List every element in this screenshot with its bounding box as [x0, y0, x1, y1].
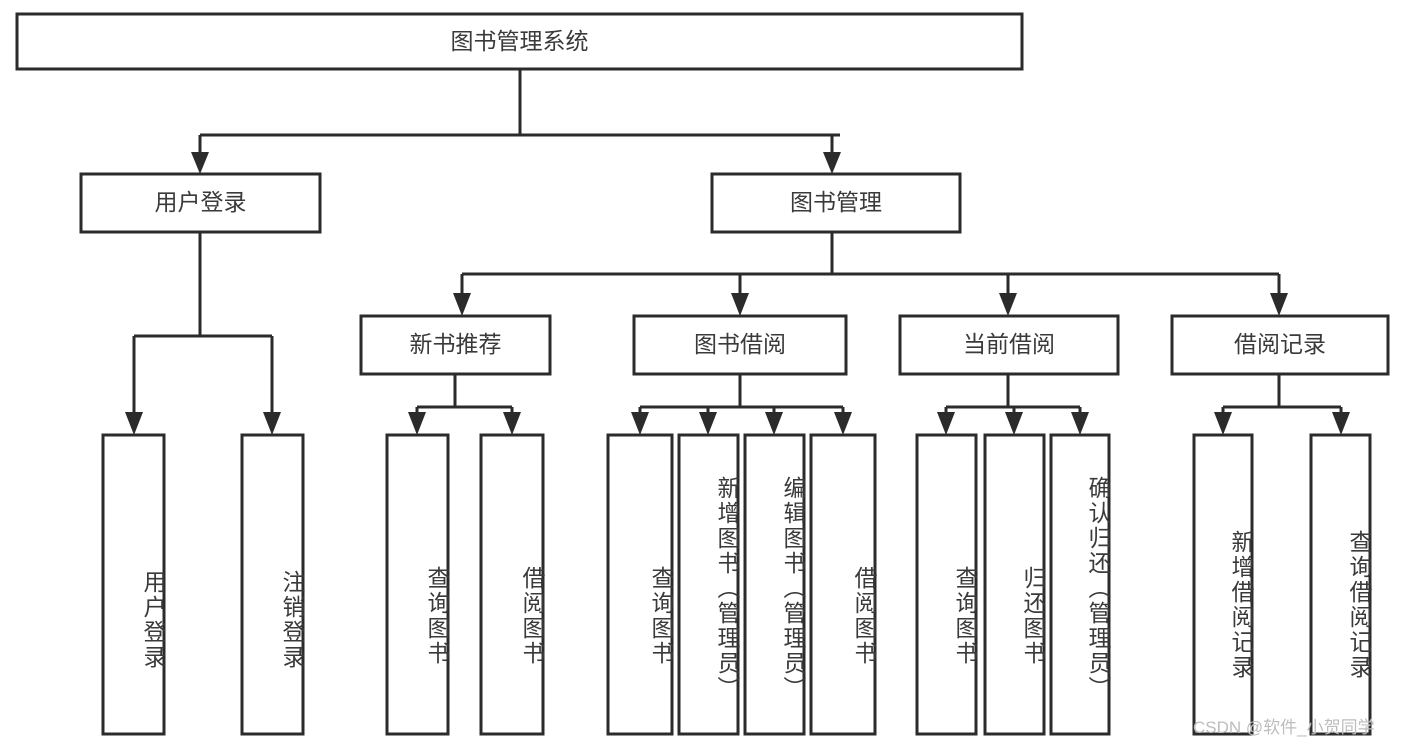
- node-current-borrow-label: 当前借阅: [963, 331, 1055, 357]
- node-borrow-records-box[interactable]: [1170, 314, 1390, 376]
- arrow-head-icon: [765, 412, 783, 435]
- leaf-box-query-book-3[interactable]: [915, 433, 978, 736]
- arrow-head-icon: [937, 412, 955, 435]
- leaf-box-query-book-2[interactable]: [606, 433, 674, 736]
- leaf-box-query-book-1[interactable]: [385, 433, 450, 736]
- node-book-borrow-box[interactable]: [632, 314, 848, 376]
- node-borrow-records[interactable]: 借阅记录: [1170, 314, 1390, 376]
- leaf-boxes: [101, 433, 1372, 736]
- connector-group-root: [191, 69, 841, 174]
- leaf-box-add-book-admin[interactable]: [677, 433, 740, 736]
- arrow-head-icon: [999, 293, 1017, 316]
- node-book-management[interactable]: 图书管理: [710, 172, 962, 234]
- arrow-head-icon: [191, 152, 209, 174]
- node-user-login[interactable]: 用户登录: [79, 172, 322, 234]
- node-root-box[interactable]: [15, 12, 1024, 71]
- node-book-management-box[interactable]: [710, 172, 962, 234]
- node-book-management-label: 图书管理: [790, 189, 882, 215]
- node-user-login-label: 用户登录: [155, 189, 247, 215]
- arrow-head-icon: [1332, 412, 1350, 435]
- connector-group-current: [937, 374, 1089, 435]
- arrow-head-icon: [408, 412, 426, 435]
- connector-group-borrow: [631, 374, 852, 435]
- node-book-borrow[interactable]: 图书借阅: [632, 314, 848, 376]
- node-current-borrow[interactable]: 当前借阅: [898, 314, 1120, 376]
- arrow-head-icon: [503, 412, 521, 435]
- node-new-book-recommend[interactable]: 新书推荐: [359, 314, 552, 376]
- node-current-borrow-box[interactable]: [898, 314, 1120, 376]
- arrow-head-icon: [731, 293, 749, 316]
- leaf-box-confirm-return[interactable]: [1049, 433, 1111, 736]
- node-root-label: 图书管理系统: [451, 28, 589, 54]
- arrow-head-icon: [834, 412, 852, 435]
- leaf-box-query-record[interactable]: [1309, 433, 1372, 736]
- arrow-head-icon: [453, 293, 471, 316]
- node-root[interactable]: 图书管理系统: [15, 12, 1024, 71]
- node-new-book-recommend-label: 新书推荐: [410, 331, 502, 357]
- leaf-box-borrow-book-1[interactable]: [479, 433, 545, 736]
- connector-group-bookmgmt: [453, 232, 1288, 316]
- arrow-head-icon: [1071, 412, 1089, 435]
- arrow-head-icon: [1270, 293, 1288, 316]
- arrow-head-icon: [1214, 412, 1232, 435]
- node-user-login-box[interactable]: [79, 172, 322, 234]
- leaf-box-borrow-book-2[interactable]: [809, 433, 877, 736]
- arrow-head-icon: [631, 412, 649, 435]
- leaf-box-logout[interactable]: [240, 433, 305, 736]
- connector-group-records: [1214, 374, 1350, 435]
- leaf-box-return-book[interactable]: [983, 433, 1046, 736]
- node-borrow-records-label: 借阅记录: [1234, 331, 1326, 357]
- node-book-borrow-label: 图书借阅: [694, 331, 786, 357]
- arrow-head-icon: [125, 412, 143, 435]
- arrow-head-icon: [699, 412, 717, 435]
- leaf-box-user-login[interactable]: [101, 433, 166, 736]
- arrow-head-icon: [823, 152, 841, 174]
- leaf-box-edit-book-admin[interactable]: [743, 433, 806, 736]
- connector-group-newbook: [408, 374, 521, 435]
- leaf-box-add-record[interactable]: [1192, 433, 1254, 736]
- arrow-head-icon: [263, 412, 281, 435]
- connector-group-userlogin: [125, 232, 281, 435]
- node-new-book-recommend-box[interactable]: [359, 314, 552, 376]
- arrow-head-icon: [1005, 412, 1023, 435]
